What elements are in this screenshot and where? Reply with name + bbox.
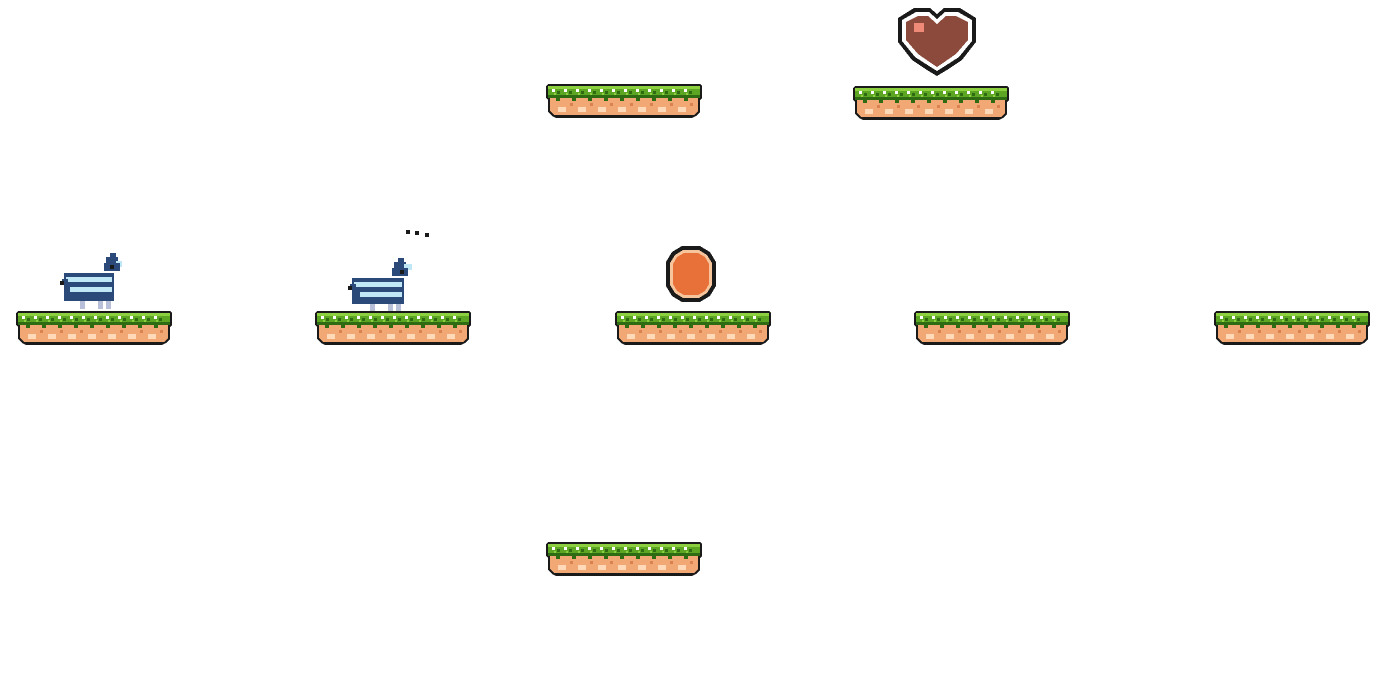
platform-top-left [546, 84, 702, 118]
grass-platform-icon [315, 311, 471, 345]
goat-icon [60, 253, 122, 309]
goat-character-1 [60, 253, 126, 311]
thinking-dots-icon [405, 229, 433, 239]
platform-middle-5 [1214, 311, 1370, 345]
grass-platform-icon [853, 86, 1009, 120]
platform-bottom [546, 542, 702, 576]
platform-middle-2 [315, 311, 471, 345]
platform-middle-4 [914, 311, 1070, 345]
goat-character-2 [348, 256, 418, 312]
grass-platform-icon [546, 542, 702, 576]
grass-platform-icon [615, 311, 771, 345]
grass-platform-icon [1214, 311, 1370, 345]
coin-icon[interactable] [662, 245, 720, 303]
goat-icon [348, 258, 412, 311]
grass-platform-icon [914, 311, 1070, 345]
platform-top-right [853, 86, 1009, 120]
heart-icon[interactable] [892, 4, 982, 78]
platform-middle-1 [16, 311, 172, 345]
grass-platform-icon [546, 84, 702, 118]
grass-platform-icon [16, 311, 172, 345]
platform-middle-3 [615, 311, 771, 345]
